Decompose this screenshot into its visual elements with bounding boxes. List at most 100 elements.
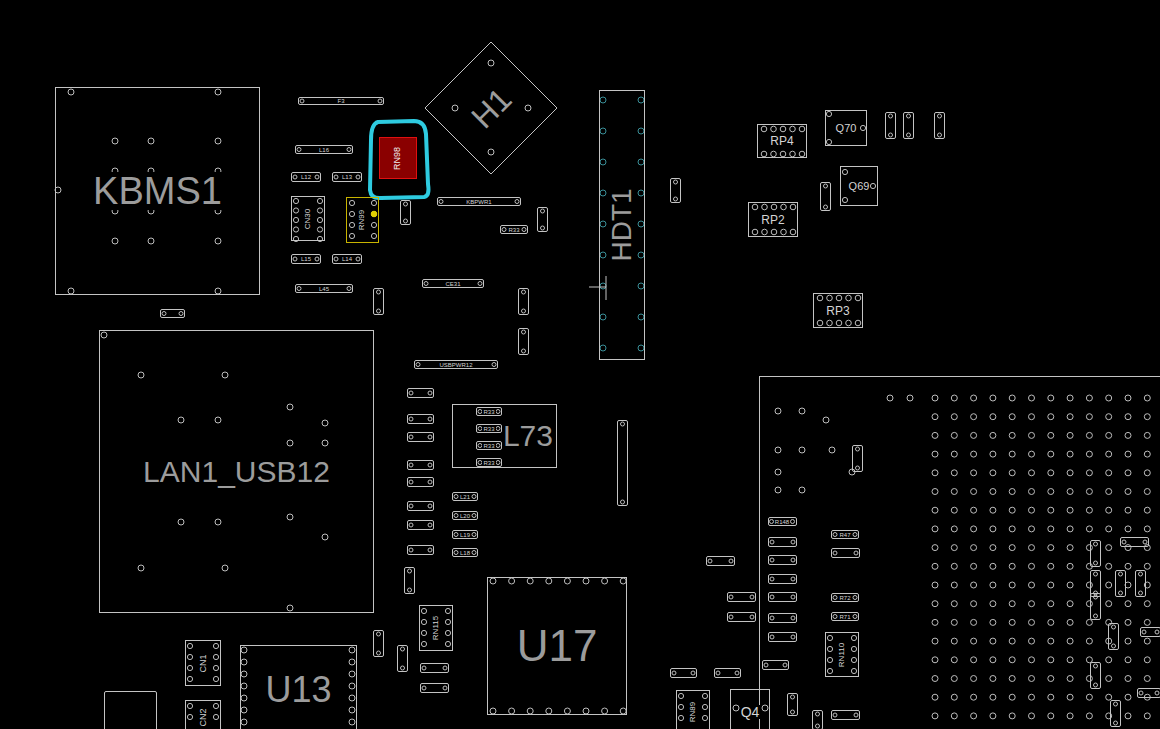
part-designator: RN110 [838, 641, 846, 667]
pin-pad [932, 713, 938, 719]
pin-pad [771, 126, 777, 132]
pin-pad [1142, 630, 1146, 634]
pin-pad [1009, 451, 1015, 457]
pin-pad [770, 595, 774, 599]
pin-pad [781, 204, 787, 210]
diamond-outline [425, 42, 557, 174]
pin-pad [522, 290, 526, 294]
pin-pad [853, 533, 857, 537]
component-outline: CN1 [185, 640, 221, 686]
pin-pad [833, 615, 837, 619]
pin-pad [1067, 432, 1073, 438]
pin-pad [1086, 526, 1092, 532]
pin-pad [1139, 572, 1143, 576]
component-outline: L15 [291, 254, 321, 264]
pin-pad [971, 545, 977, 551]
pin-pad [428, 504, 432, 508]
pin-pad [932, 432, 938, 438]
pin-pad [817, 295, 823, 301]
pin-pad [215, 89, 221, 95]
pin-pad [870, 183, 875, 188]
part-outline [769, 593, 797, 602]
pin-pad [1125, 657, 1131, 663]
pin-pad [1009, 582, 1015, 588]
part-designator: RP4 [769, 135, 794, 147]
pin-pad [781, 229, 787, 235]
pin-pad [854, 713, 858, 717]
highlight-outline [370, 121, 429, 198]
part-outline [832, 711, 860, 720]
component-outline: RN98 [379, 137, 417, 179]
pin-pad [780, 151, 786, 157]
pin-pad [1094, 542, 1098, 546]
part-designator: L14 [341, 256, 353, 262]
pin-pad [733, 705, 739, 711]
pin-pad [951, 470, 957, 476]
pin-pad [546, 708, 552, 714]
pin-pad [971, 676, 977, 682]
pin-pad [1067, 713, 1073, 719]
component-outline: CN30 [291, 196, 325, 241]
pin-pad [349, 211, 354, 216]
pin-pad [990, 713, 996, 719]
pin-pad [799, 126, 805, 132]
pin-pad [1086, 395, 1092, 401]
pin-pad [932, 601, 938, 607]
part-outline [763, 661, 789, 670]
part-outline [671, 669, 697, 678]
component-outline: L73R33R33R33R33 [452, 404, 557, 468]
part-designator: H1 [465, 82, 518, 135]
pin-pad [1029, 414, 1035, 420]
pin-pad [428, 480, 432, 484]
part-designator: R33 [482, 426, 495, 432]
component-outline: RN89 [676, 690, 710, 729]
pin-pad [938, 114, 942, 118]
pin-pad [932, 676, 938, 682]
pin-pad [621, 500, 625, 504]
pin-pad [971, 657, 977, 663]
pin-pad [1125, 526, 1131, 532]
pin-pad [827, 668, 832, 673]
part-outline [408, 521, 434, 530]
pin-pad [349, 671, 355, 677]
part-outline [408, 415, 434, 424]
pin-pad [317, 198, 322, 203]
pin-pad [349, 707, 355, 713]
pin-pad [1029, 395, 1035, 401]
pin-pad [1106, 694, 1112, 700]
pin-pad [827, 635, 832, 640]
pin-pad [490, 578, 496, 584]
pin-pad [515, 200, 519, 204]
part-outline [538, 208, 548, 232]
pin-pad [1067, 676, 1073, 682]
part-outline [374, 289, 384, 315]
pin-pad [1048, 470, 1054, 476]
pin-pad [454, 495, 458, 499]
pin-pad [790, 229, 796, 235]
component-outline: F3 [298, 97, 384, 105]
pin-pad [439, 200, 443, 204]
pin-pad [932, 563, 938, 569]
pin-pad [1009, 414, 1015, 420]
pin-pad [1086, 432, 1092, 438]
pin-pad [215, 288, 221, 294]
pin-pad [971, 451, 977, 457]
pin-pad [138, 372, 144, 378]
part-outline [1091, 541, 1101, 567]
pin-pad [1144, 507, 1150, 513]
pin-pad [349, 695, 355, 701]
pin-pad [315, 175, 319, 179]
pin-pad [600, 345, 606, 351]
pin-pad [600, 159, 606, 165]
pin-pad [583, 578, 589, 584]
pin-pad [377, 651, 381, 655]
part-designator: L15 [300, 256, 312, 262]
pin-pad [762, 229, 768, 235]
pin-pad [422, 686, 426, 690]
pin-pad [527, 708, 533, 714]
pin-pad [1094, 595, 1098, 599]
pin-pad [860, 125, 865, 130]
pin-pad [421, 641, 426, 646]
pin-pad [600, 190, 606, 196]
